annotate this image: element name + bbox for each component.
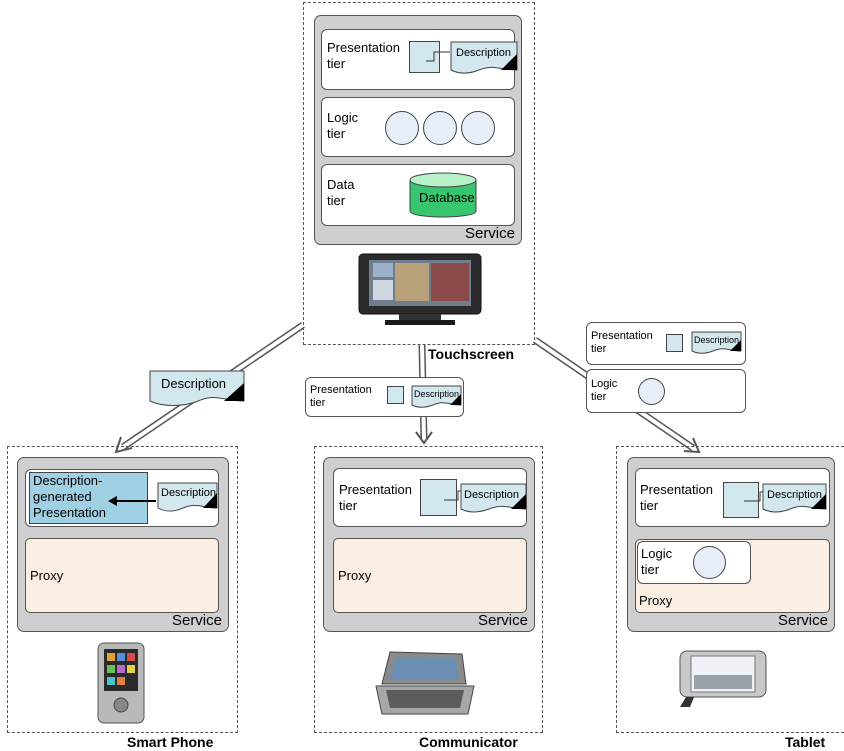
logic-tier-label: Logic tier bbox=[327, 110, 359, 141]
transfer-tablet-logic-tier: Logic tier bbox=[586, 369, 746, 413]
communicator-icon bbox=[375, 651, 475, 715]
presentation-tier-label: Presentation tier bbox=[640, 482, 713, 513]
transfer-presentation-tier: Presentation tier Description bbox=[305, 377, 464, 417]
generated-arrow bbox=[108, 496, 156, 506]
description-doc-icon bbox=[460, 483, 527, 513]
data-tier-label: Data tier bbox=[327, 177, 355, 208]
transfer-tablet-logic-label: Logic tier bbox=[591, 378, 618, 403]
description-label: Description bbox=[161, 487, 217, 499]
presentation-box bbox=[409, 41, 440, 73]
proxy-label: Proxy bbox=[338, 568, 372, 583]
touchscreen-device-icon bbox=[358, 253, 482, 325]
description-label: Description bbox=[767, 489, 823, 501]
server-logic-tier: Logic tier bbox=[321, 97, 515, 157]
smartphone-name: Smart Phone bbox=[127, 734, 214, 750]
presentation-tier-label: Presentation tier bbox=[339, 482, 412, 513]
description-label: Description bbox=[694, 335, 740, 345]
presentation-box bbox=[666, 334, 683, 352]
presentation-box bbox=[723, 482, 759, 518]
proxy-label: Proxy bbox=[30, 568, 64, 583]
logic-component bbox=[638, 378, 665, 405]
transfer-presentation-label: Presentation tier bbox=[310, 384, 372, 409]
logic-component-3 bbox=[461, 111, 495, 145]
server-frame bbox=[303, 2, 535, 345]
description-doc-icon bbox=[762, 483, 827, 513]
communicator-service-box: Presentation tier Description Proxy Serv… bbox=[323, 457, 535, 632]
service-label: Service bbox=[477, 612, 528, 629]
description-doc-icon bbox=[691, 331, 742, 354]
logic-component-1 bbox=[385, 111, 419, 145]
description-doc-icon bbox=[411, 385, 462, 408]
tablet-frame bbox=[616, 446, 844, 733]
service-label: Service bbox=[777, 612, 828, 629]
description-label: Description bbox=[456, 47, 512, 59]
proxy-label: Proxy bbox=[639, 593, 673, 608]
database-label: Database bbox=[419, 190, 475, 205]
logic-component-2 bbox=[423, 111, 457, 145]
description-label: Description bbox=[414, 389, 460, 399]
tablet-name: Tablet bbox=[785, 734, 826, 750]
transfer-tablet-presentation-label: Presentation tier bbox=[591, 330, 653, 355]
tablet-service-box: Presentation tier Description Logic tier… bbox=[627, 457, 835, 632]
transfer-description-label: Description bbox=[161, 376, 227, 391]
transfer-tablet-presentation-tier: Presentation tier Description bbox=[586, 322, 746, 365]
tablet-icon bbox=[679, 650, 767, 707]
generated-presentation-box bbox=[29, 472, 148, 524]
server-presentation-tier: Presentation tier Description bbox=[321, 29, 518, 90]
presentation-box bbox=[420, 479, 457, 516]
logic-component bbox=[693, 546, 726, 579]
generated-presentation-label: Description- generated Presentation bbox=[33, 473, 106, 520]
transfer-description-icon bbox=[149, 370, 245, 406]
communicator-frame bbox=[314, 446, 543, 733]
communicator-presentation-tier: Presentation tier Description bbox=[333, 468, 527, 527]
connector-line bbox=[426, 51, 450, 62]
smartphone-presentation-tier: Description- generated Presentation Desc… bbox=[25, 469, 219, 527]
touchscreen-name: Touchscreen bbox=[428, 346, 515, 362]
logic-tier-label: Logic tier bbox=[641, 546, 673, 577]
tablet-presentation-tier: Presentation tier Description bbox=[635, 468, 830, 527]
tablet-proxy: Logic tier Proxy bbox=[635, 539, 830, 613]
smartphone-frame bbox=[7, 446, 238, 733]
service-label: Service bbox=[171, 612, 222, 629]
presentation-tier-label: Presentation tier bbox=[327, 40, 400, 71]
description-doc-icon bbox=[157, 482, 218, 512]
tablet-logic-tier: Logic tier bbox=[637, 541, 751, 584]
communicator-proxy: Proxy bbox=[333, 538, 527, 613]
service-label: Service bbox=[464, 225, 515, 242]
server-data-tier: Data tier Database bbox=[321, 164, 515, 226]
smartphone-icon bbox=[97, 642, 145, 724]
smartphone-proxy: Proxy bbox=[25, 538, 219, 613]
description-doc-icon bbox=[450, 41, 518, 74]
smartphone-service-box: Description- generated Presentation Desc… bbox=[17, 457, 229, 632]
presentation-box bbox=[387, 386, 404, 404]
communicator-name: Communicator bbox=[419, 734, 518, 750]
server-service-box: Presentation tier Description Logic tier… bbox=[314, 15, 522, 245]
description-label: Description bbox=[464, 489, 520, 501]
database-icon bbox=[409, 172, 477, 218]
